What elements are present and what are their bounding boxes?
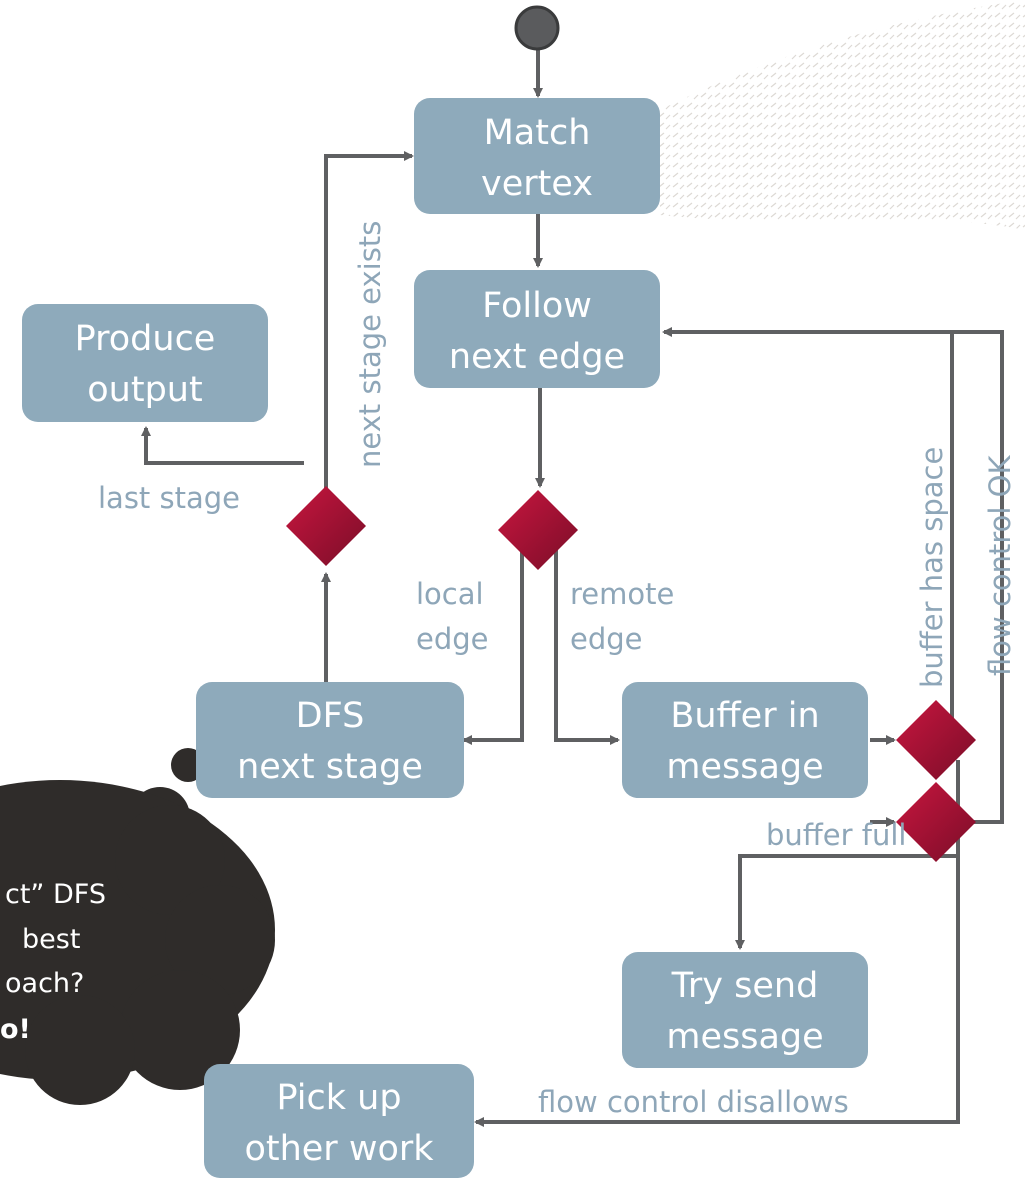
label-local-edge-2: edge (416, 622, 489, 656)
node-produce-output: Produce output (22, 304, 268, 422)
decision-diamond-flow-control (896, 782, 976, 862)
background-texture (660, 0, 1025, 230)
decision-diamond-edge-type (498, 490, 578, 570)
node-text: message (666, 1017, 823, 1057)
edge-local-to-dfs (462, 548, 524, 745)
label-next-stage-exists: next stage exists (353, 221, 387, 468)
node-text: other work (244, 1129, 434, 1169)
cloud-emphasis: o! (0, 1014, 31, 1045)
node-text: next stage (237, 747, 423, 787)
edge-remote-to-buffer (554, 548, 620, 745)
thought-cloud: ct” DFS best oach? o! (0, 726, 275, 1105)
cloud-line-2: best (22, 924, 80, 955)
node-dfs-next-stage: DFS next stage (196, 682, 464, 798)
edge-buffer-has-space (662, 327, 954, 718)
node-buffer-in-message: Buffer in message (622, 682, 868, 798)
decision-diamond-stage (286, 486, 366, 566)
node-text: output (87, 370, 202, 410)
node-text: vertex (481, 164, 593, 204)
label-local-edge-1: local (416, 577, 484, 611)
node-text: Produce (75, 319, 216, 359)
edge-next-stage-exists (324, 151, 414, 490)
label-flow-control-ok: flow control OK (983, 454, 1017, 676)
node-text: Try send (671, 966, 819, 1006)
edge-last-stage (141, 426, 304, 465)
node-text: DFS (296, 696, 365, 736)
node-text: Follow (482, 286, 592, 326)
node-text: Pick up (276, 1078, 401, 1118)
start-node (514, 5, 560, 51)
node-follow-next-edge: Follow next edge (414, 270, 660, 388)
edge-flow-disallows (474, 842, 960, 1127)
edge-flow-control-ok (952, 330, 1004, 824)
node-text: Match (484, 113, 591, 153)
label-buffer-full: buffer full (766, 818, 906, 852)
label-flow-control-disallows: flow control disallows (538, 1085, 849, 1119)
label-last-stage: last stage (98, 481, 240, 515)
label-remote-edge-1: remote (570, 577, 674, 611)
node-match-vertex: Match vertex (414, 98, 660, 214)
label-remote-edge-2: edge (570, 622, 643, 656)
node-try-send-message: Try send message (622, 952, 868, 1068)
cloud-line-1: ct” DFS (5, 879, 106, 910)
node-text: Buffer in (670, 696, 819, 736)
node-text: next edge (449, 337, 625, 377)
cloud-line-3: oach? (5, 968, 84, 999)
decision-diamond-buffer (896, 700, 976, 780)
node-pick-up-other-work: Pick up other work (204, 1064, 474, 1178)
node-text: message (666, 747, 823, 787)
label-buffer-has-space: buffer has space (915, 447, 949, 688)
